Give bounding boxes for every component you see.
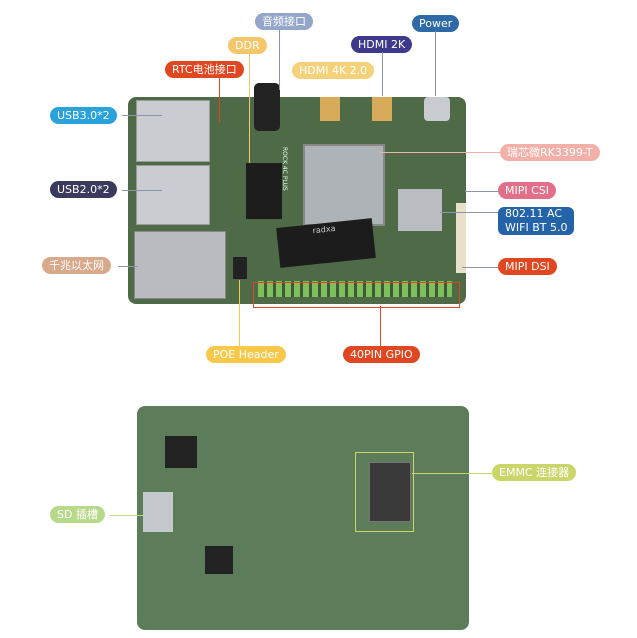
leader-poe: [239, 280, 240, 346]
ddr-chip: [246, 163, 282, 219]
leader-gpio: [380, 306, 381, 346]
label-wifi-line1: 802.11 AC: [505, 207, 562, 220]
label-usb3: USB3.0*2: [50, 107, 117, 124]
mipi-dsi-connector: [456, 203, 466, 273]
soc-chip: [303, 144, 385, 226]
label-audio: 音频接口: [255, 13, 313, 30]
leader-soc: [380, 152, 500, 153]
gpio-highlight: [253, 282, 460, 308]
label-mipi-csi: MIPI CSI: [498, 182, 557, 199]
leader-ethernet: [118, 266, 138, 267]
label-sd: SD 插槽: [50, 506, 105, 523]
label-rtc: RTC电池接口: [165, 61, 244, 78]
ethernet-port: [134, 231, 226, 299]
emmc-highlight: [355, 452, 414, 532]
sd-slot: [143, 492, 173, 532]
leader-sd: [110, 515, 145, 516]
label-wifi-line2: WIFI BT 5.0: [505, 221, 568, 234]
leader-usb3: [122, 115, 162, 116]
leader-usb2: [122, 190, 162, 191]
board-top: radxa ROCK 4C PLUS: [128, 83, 466, 304]
wifi-module: [398, 189, 442, 231]
bottom-chip: [165, 436, 197, 468]
usbc-power-port: [424, 97, 450, 121]
leader-ddr: [249, 53, 250, 163]
poe-header: [233, 257, 247, 279]
label-usb2: USB2.0*2: [50, 181, 117, 198]
usb3-port: [136, 100, 210, 162]
leader-power: [435, 31, 436, 96]
label-emmc: EMMC 连接器: [492, 464, 577, 481]
label-gpio: 40PIN GPIO: [343, 346, 420, 363]
label-poe: POE Header: [206, 346, 286, 363]
usb2-port: [136, 165, 210, 225]
leader-emmc: [412, 473, 492, 474]
hdmi-2k-port: [372, 97, 392, 121]
gpio-header: [258, 281, 452, 297]
label-hdmi-2k: HDMI 2K: [351, 36, 413, 53]
label-soc: 瑞芯微RK3399-T: [500, 144, 600, 161]
label-ddr: DDR: [228, 37, 267, 54]
label-wifi: 802.11 AC WIFI BT 5.0: [498, 207, 575, 235]
leader-wifi: [440, 212, 498, 213]
label-ethernet: 千兆以太网: [42, 257, 111, 274]
model-text: ROCK 4C PLUS: [281, 147, 288, 191]
board-bottom: [137, 406, 469, 630]
antenna: radxa: [276, 218, 376, 268]
bottom-chip-2: [205, 546, 233, 574]
emmc-connector: [369, 462, 411, 522]
leader-rtc: [219, 78, 220, 123]
audio-jack: [254, 83, 280, 131]
hdmi-4k-port: [320, 97, 340, 121]
leader-audio: [279, 30, 280, 90]
leader-mipi-csi: [465, 191, 498, 192]
label-power: Power: [412, 15, 460, 32]
leader-hdmi-2k: [382, 52, 383, 96]
brand-text: radxa: [312, 223, 336, 236]
label-hdmi-4k: HDMI 4K 2.0: [292, 62, 375, 79]
leader-mipi-dsi: [462, 267, 498, 268]
label-mipi-dsi: MIPI DSI: [498, 258, 557, 275]
